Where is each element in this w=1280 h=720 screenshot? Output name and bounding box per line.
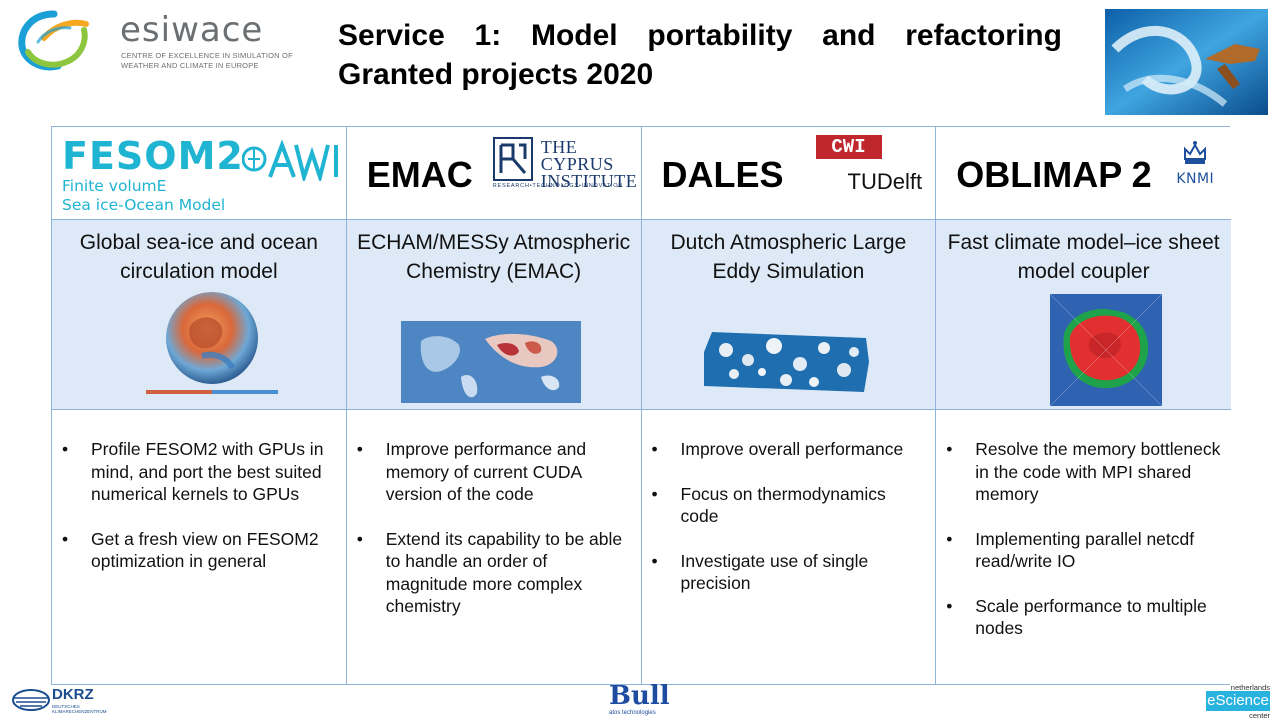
page-title: Service 1: Model portability and refacto… xyxy=(338,16,1062,94)
project-description-panel: Global sea-ice and ocean circulation mod… xyxy=(52,220,346,410)
projects-grid: FESOM2 Finite volumE Sea ice-Ocean Model… xyxy=(51,126,1231,685)
project-name: EMAC xyxy=(366,154,473,195)
esiwace-logo: esiwace CENTRE OF EXCELLENCE IN SIMULATI… xyxy=(14,8,304,72)
goal-item: Improve overall performance xyxy=(652,438,928,461)
project-description-panel: Dutch Atmospheric Large Eddy Simulation xyxy=(641,220,936,410)
fesom2-logo-text: FESOM2 xyxy=(62,134,244,178)
project-header: EMAC THE CYPRUS INSTITUTE RESEARCH•TECHN… xyxy=(346,127,641,220)
title-word: 1: xyxy=(474,19,502,52)
title-word: Service xyxy=(338,19,445,52)
goals-list: Improve overall performance Focus on the… xyxy=(652,438,928,617)
atmospheric-map-image xyxy=(400,321,581,403)
title-word: Model xyxy=(530,19,618,52)
cwi-logo: CWI xyxy=(815,135,882,159)
knmi-logo: KNMI xyxy=(1170,139,1220,187)
goal-item: Improve performance and memory of curren… xyxy=(357,438,633,506)
antarctica-map-image xyxy=(1050,294,1163,406)
cyprus-institute-tagline: RESEARCH•TECHNOLOGY•INNOVATION xyxy=(492,183,624,189)
project-description: Fast climate model–ice sheet model coupl… xyxy=(947,231,1220,283)
project-name: OBLIMAP 2 xyxy=(956,154,1152,195)
bull-logo: Bull atos technologies xyxy=(609,681,673,718)
goals-list: Improve performance and memory of curren… xyxy=(357,438,633,640)
project-description-panel: Fast climate model–ice sheet model coupl… xyxy=(936,220,1231,410)
goals-list: Profile FESOM2 with GPUs in mind, and po… xyxy=(62,438,338,595)
project-header: FESOM2 Finite volumE Sea ice-Ocean Model xyxy=(52,127,346,220)
project-column-oblimap2: OBLIMAP 2 KNMI Fast climate model–ice sh… xyxy=(936,127,1231,684)
project-column-fesom2: FESOM2 Finite volumE Sea ice-Ocean Model… xyxy=(52,127,347,684)
project-column-emac: EMAC THE CYPRUS INSTITUTE RESEARCH•TECHN… xyxy=(346,127,642,684)
nlesc-logo: netherlands eScience center xyxy=(1206,683,1270,720)
project-goals: Resolve the memory bottleneck in the cod… xyxy=(936,410,1231,684)
cyprus-institute-logo: THE CYPRUS INSTITUTE RESEARCH•TECHNOLOGY… xyxy=(492,137,638,191)
goal-item: Profile FESOM2 with GPUs in mind, and po… xyxy=(62,438,338,506)
nlesc-top: netherlands xyxy=(1230,683,1270,692)
bull-text: Bull xyxy=(609,681,670,711)
esiwace-subtitle: CENTRE OF EXCELLENCE IN SIMULATION OF WE… xyxy=(121,51,293,70)
goal-item: Focus on thermodynamics code xyxy=(652,483,928,528)
goal-item: Investigate use of single precision xyxy=(652,550,928,595)
title-line-1: Service 1: Model portability and refacto… xyxy=(338,16,1062,55)
goal-item: Implementing parallel netcdf read/write … xyxy=(946,528,1223,573)
title-word: and xyxy=(822,19,876,52)
project-header: DALES CWI TUDelft xyxy=(641,127,936,220)
esiwace-mark-icon xyxy=(18,10,89,71)
project-description: Dutch Atmospheric Large Eddy Simulation xyxy=(670,231,907,283)
project-goals: Improve overall performance Focus on the… xyxy=(641,410,936,684)
project-goals: Profile FESOM2 with GPUs in mind, and po… xyxy=(52,410,346,684)
bull-subtitle: atos technologies xyxy=(609,710,656,716)
cloud-field-image xyxy=(703,332,869,392)
dkrz-text: DKRZ xyxy=(52,686,94,703)
cyprus-emblem-icon xyxy=(492,137,533,181)
cyprus-institute-name: THE CYPRUS INSTITUTE xyxy=(540,137,638,191)
project-header: OBLIMAP 2 KNMI xyxy=(936,127,1231,220)
project-description-panel: ECHAM/MESSy Atmospheric Chemistry (EMAC) xyxy=(346,220,641,410)
goal-item: Get a fresh view on FESOM2 optimization … xyxy=(62,528,338,573)
goal-item: Resolve the memory bottleneck in the cod… xyxy=(946,438,1223,506)
tudelft-logo: TUDelft xyxy=(847,169,923,194)
project-description: ECHAM/MESSy Atmospheric Chemistry (EMAC) xyxy=(357,231,631,283)
title-line-2: Granted projects 2020 xyxy=(338,58,654,91)
fesom2-logo-subtitle: Finite volumE Sea ice-Ocean Model xyxy=(62,177,225,215)
goal-item: Extend its capability to be able to hand… xyxy=(357,528,633,618)
goal-item: Scale performance to multiple nodes xyxy=(946,595,1223,640)
crown-icon xyxy=(1184,141,1207,164)
project-goals: Improve performance and memory of curren… xyxy=(346,410,641,684)
nlesc-mid: eScience xyxy=(1206,691,1270,711)
fesom2-sub-line: Finite volumE xyxy=(62,177,167,195)
awi-logo-icon xyxy=(242,139,338,181)
esiwace-wordmark: esiwace xyxy=(120,10,264,50)
project-name: DALES xyxy=(661,154,784,195)
dkrz-emblem-icon xyxy=(12,689,50,711)
title-word: refactoring xyxy=(905,19,1062,52)
dkrz-logo: DKRZ DEUTSCHES KLIMARECHENZENTRUM xyxy=(12,684,112,718)
goals-list: Resolve the memory bottleneck in the cod… xyxy=(946,438,1223,662)
ocean-globe-image xyxy=(146,292,278,394)
fesom2-sub-line: Sea ice-Ocean Model xyxy=(62,196,226,214)
project-column-dales: DALES CWI TUDelft Dutch Atmospheric Larg… xyxy=(641,127,937,684)
nlesc-bottom: center xyxy=(1249,711,1270,720)
knmi-text: KNMI xyxy=(1176,171,1215,187)
project-description: Global sea-ice and ocean circulation mod… xyxy=(79,231,318,283)
corner-image xyxy=(1105,9,1268,115)
dkrz-subtitle: DEUTSCHES KLIMARECHENZENTRUM xyxy=(52,704,107,714)
title-word: portability xyxy=(647,19,793,52)
